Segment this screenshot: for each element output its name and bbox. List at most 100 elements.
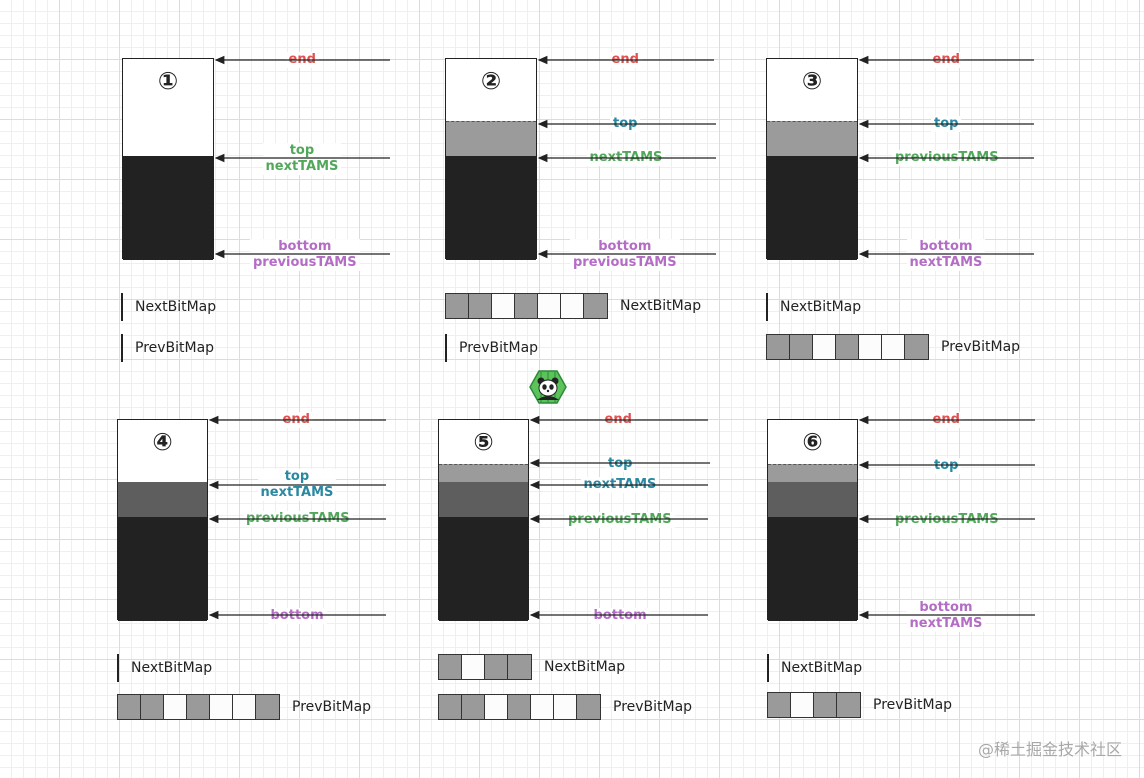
pointer-label-line: end	[282, 412, 310, 427]
prev-bitmap: PrevBitMap	[117, 694, 371, 720]
pointer-label-end: end	[285, 52, 319, 68]
bitmap-cell-unmarked	[561, 294, 584, 318]
bitmap-cell-marked	[508, 695, 531, 719]
bitmap-cells	[438, 654, 532, 680]
next-bitmap: NextBitMap	[438, 654, 625, 680]
pointer-label-previoustams: previousTAMS	[892, 150, 1002, 166]
pointer-label-top: top	[931, 116, 962, 132]
pointer-label-end: end	[929, 412, 963, 428]
bitmap-cell-unmarked	[538, 294, 561, 318]
prev-bitmap: PrevBitMap	[121, 334, 214, 362]
pointer-label-nexttams: nextTAMS	[586, 150, 666, 166]
bitmap-cell-unmarked	[859, 335, 882, 359]
bitmap-cell-unmarked	[813, 335, 836, 359]
pointer-label-previoustams: previousTAMS	[243, 511, 353, 527]
bitmap-label: PrevBitMap	[873, 697, 953, 713]
panel-number: ⑥	[802, 428, 823, 456]
pointer-label-end: end	[929, 52, 963, 68]
empty-bitmap-bar	[445, 334, 447, 362]
region-column-1: ①	[122, 58, 214, 260]
bitmap-cell-marked	[584, 294, 607, 318]
empty-bitmap-bar	[117, 654, 119, 682]
pointer-label-line: end	[932, 412, 960, 427]
pointer-label-line: nextTAMS	[589, 150, 663, 165]
bitmap-cell-unmarked	[233, 695, 256, 719]
bitmap-cell-unmarked	[791, 693, 814, 717]
pointer-label-line: bottom	[278, 239, 332, 254]
panel-number: ⑤	[473, 428, 494, 456]
bitmap-cells	[767, 692, 861, 718]
pointer-label-bottom: bottom	[267, 608, 327, 624]
bitmap-cell-unmarked	[462, 655, 485, 679]
dark-gray-segment	[439, 482, 528, 517]
pointer-label-top: top	[605, 456, 636, 472]
bitmap-label: PrevBitMap	[941, 339, 1021, 355]
pointer-label-line: nextTAMS	[583, 477, 657, 492]
bitmap-cells	[117, 694, 280, 720]
pointer-label-end: end	[608, 52, 642, 68]
region-column-2: ②	[445, 58, 537, 260]
dark-gray-segment	[768, 482, 857, 517]
pointer-label-line: bottom	[919, 600, 973, 615]
pointer-label-previoustams: previousTAMS	[892, 512, 1002, 528]
marked-segment	[768, 517, 857, 621]
next-bitmap: NextBitMap	[117, 654, 212, 682]
bitmap-cell-unmarked	[554, 695, 577, 719]
prev-bitmap: PrevBitMap	[438, 694, 692, 720]
pointer-label-line: previousTAMS	[895, 512, 999, 527]
bitmap-label: NextBitMap	[135, 299, 217, 315]
prev-bitmap: PrevBitMap	[767, 692, 952, 718]
gray-segment	[768, 464, 857, 483]
bitmap-cell-marked	[767, 335, 790, 359]
empty-bitmap-bar	[121, 293, 123, 321]
bitmap-cell-marked	[837, 693, 860, 717]
region-column-6: ⑥	[767, 419, 858, 621]
bitmap-cell-marked	[187, 695, 210, 719]
bitmap-cell-marked	[141, 695, 164, 719]
dark-gray-segment	[118, 482, 207, 517]
panel-number: ②	[480, 67, 502, 95]
marked-segment	[767, 156, 857, 260]
bitmap-cell-unmarked	[164, 695, 187, 719]
pointer-label-line: previousTAMS	[895, 150, 999, 165]
panel-number: ④	[152, 428, 173, 456]
pointer-label-line: end	[604, 412, 632, 427]
panda-logo-icon	[529, 370, 567, 408]
bitmap-cell-marked	[446, 294, 469, 318]
pointer-label-line: nextTAMS	[265, 159, 339, 174]
bitmap-cell-unmarked	[531, 695, 554, 719]
region-column-3: ③	[766, 58, 858, 260]
bitmap-cell-marked	[577, 695, 600, 719]
watermark: @稀土掘金技术社区	[977, 740, 1122, 759]
next-bitmap: NextBitMap	[445, 293, 701, 319]
pointer-label-line: bottom	[919, 239, 973, 254]
bitmap-cell-marked	[814, 693, 837, 717]
marked-segment	[123, 156, 213, 260]
pointer-label-line: bottom	[593, 608, 647, 623]
region-column-5: ⑤	[438, 419, 529, 621]
pointer-label-line: previousTAMS	[568, 512, 672, 527]
bitmap-cell-marked	[439, 695, 462, 719]
empty-bitmap-bar	[766, 293, 768, 321]
pointer-label-line: top	[289, 143, 315, 158]
bitmap-cells	[445, 293, 608, 319]
bitmap-label: NextBitMap	[544, 659, 626, 675]
pointer-label-line: bottom	[598, 239, 652, 254]
pointer-label-line: previousTAMS	[253, 255, 357, 270]
bitmap-cell-marked	[439, 655, 462, 679]
next-bitmap: NextBitMap	[121, 293, 216, 321]
pointer-label-top: top	[931, 458, 962, 474]
bitmap-label: PrevBitMap	[292, 699, 372, 715]
bitmap-label: PrevBitMap	[135, 340, 215, 356]
panel-number: ①	[157, 67, 179, 95]
bitmap-label: NextBitMap	[781, 660, 863, 676]
bitmap-cell-marked	[515, 294, 538, 318]
pointer-label-bottom: bottom	[590, 608, 650, 624]
gray-segment	[446, 121, 536, 157]
bitmap-cell-marked	[485, 655, 508, 679]
pointer-label-line: bottom	[270, 608, 324, 623]
pointer-label-end: end	[279, 412, 313, 428]
